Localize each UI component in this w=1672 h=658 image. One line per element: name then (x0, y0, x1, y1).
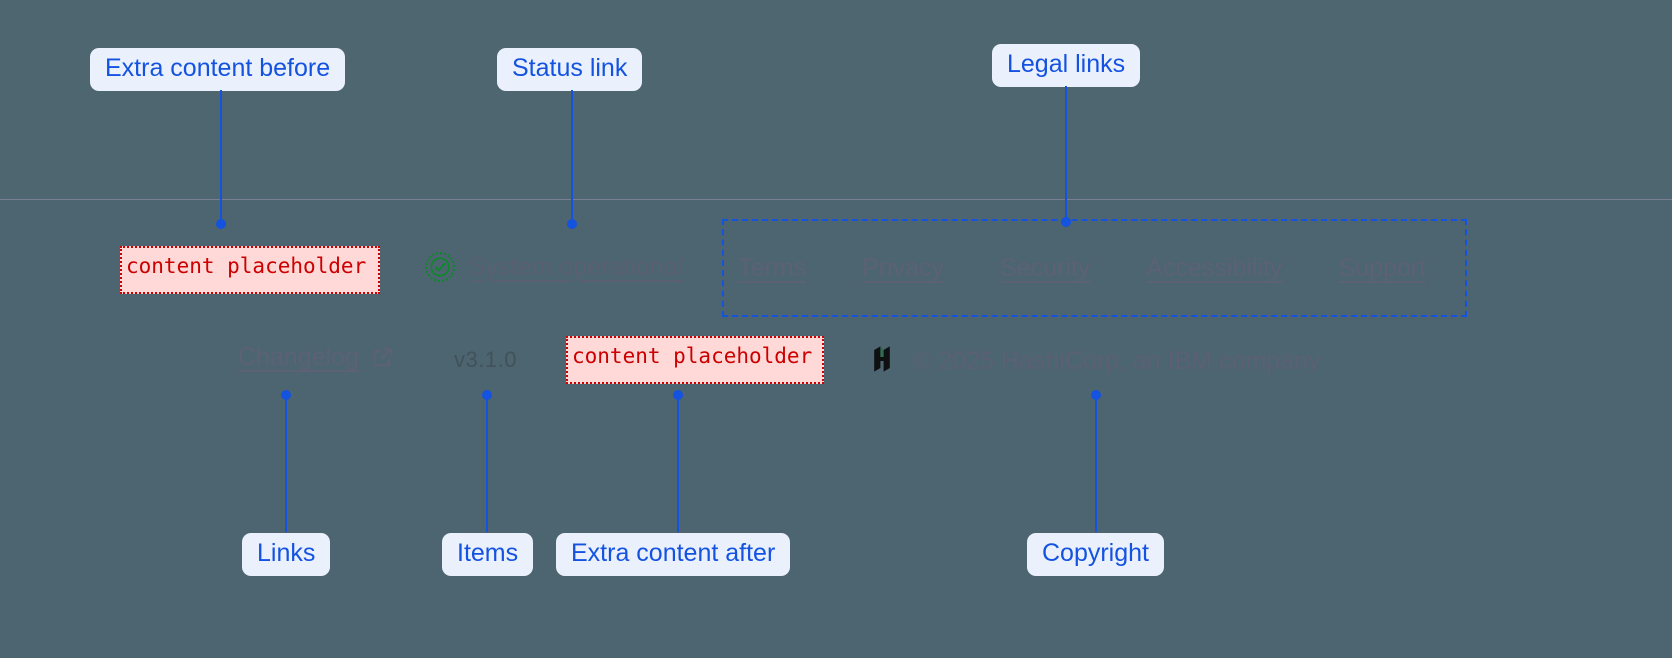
changelog-label[interactable]: Changelog (238, 343, 359, 371)
external-link-icon (370, 345, 395, 370)
extra-content-after-placeholder: content placeholder (566, 336, 824, 384)
copyright-group: © 2025 HashiCorp, an IBM company (868, 344, 1321, 379)
version-label: v3.1.0 (454, 347, 517, 372)
annotation-label-extra-content-before: Extra content before (90, 48, 346, 91)
status-link-label[interactable]: System operational (469, 252, 684, 281)
extra-content-before-placeholder: content placeholder (120, 246, 380, 294)
status-link[interactable]: System operational (425, 252, 683, 282)
legal-link-security[interactable]: Security (1000, 254, 1091, 282)
annotation-label-status-link: Status link (497, 48, 643, 91)
annotation-label-legal-links: Legal links (992, 44, 1141, 87)
legal-link-terms[interactable]: Terms (738, 254, 807, 282)
check-circle-icon (425, 252, 455, 282)
copyright-text: © 2025 HashiCorp, an IBM company (913, 347, 1321, 375)
legal-link-support[interactable]: Support (1338, 254, 1427, 282)
hashicorp-logo (868, 344, 896, 379)
legal-link-privacy[interactable]: Privacy (862, 254, 945, 282)
legal-links-list: Terms Privacy Security Accessibility Sup… (738, 254, 1426, 283)
changelog-link[interactable]: Changelog (238, 343, 395, 372)
legal-link-accessibility[interactable]: Accessibility (1146, 254, 1283, 282)
